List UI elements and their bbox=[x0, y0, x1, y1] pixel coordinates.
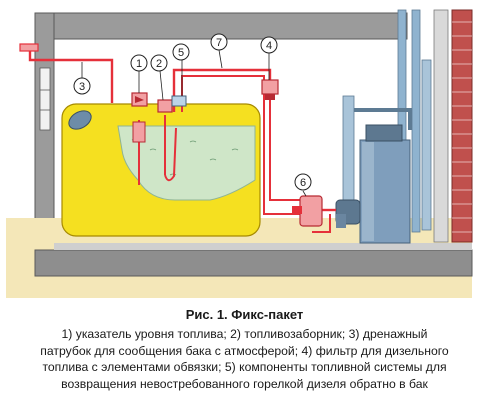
caption-line: возвращения невостребованного горелкой д… bbox=[61, 376, 428, 391]
callouts: 1 2 3 4 5 6 7 bbox=[73, 33, 312, 191]
floor-inner bbox=[54, 243, 472, 250]
left-wall-window bbox=[39, 67, 51, 131]
intake-unit bbox=[157, 99, 173, 113]
wall-pipes bbox=[397, 9, 432, 233]
callout-2: 2 bbox=[150, 54, 168, 72]
svg-text:1: 1 bbox=[136, 58, 142, 70]
svg-text:4: 4 bbox=[266, 40, 272, 52]
callout-4: 4 bbox=[260, 36, 278, 54]
svg-text:2: 2 bbox=[156, 58, 162, 70]
caption-body: 1) указатель уровня топлива; 2) топливоз… bbox=[0, 326, 489, 392]
svg-text:5: 5 bbox=[178, 47, 184, 59]
callout-5: 5 bbox=[172, 43, 190, 61]
filter-4 bbox=[261, 79, 279, 95]
callout-7: 7 bbox=[210, 33, 228, 51]
svg-text:7: 7 bbox=[216, 37, 222, 49]
filter-6 bbox=[299, 195, 323, 227]
callout-3: 3 bbox=[73, 77, 91, 95]
figure-caption: Рис. 1. Фикс-пакет 1) указатель уровня т… bbox=[0, 307, 489, 392]
callout-1: 1 bbox=[130, 54, 148, 72]
fuel-tank bbox=[61, 103, 261, 237]
fix-pack-diagram: 1 2 3 4 5 6 7 bbox=[6, 9, 473, 298]
chimney-brick bbox=[451, 9, 473, 243]
caption-line: топлива с элементами обвязки; 5) компоне… bbox=[42, 360, 447, 374]
fuel-level bbox=[117, 125, 256, 201]
components bbox=[131, 79, 323, 227]
caption-title: Рис. 1. Фикс-пакет bbox=[185, 307, 304, 322]
filter-to-burner-line bbox=[269, 96, 300, 201]
caption-line: 1) указатель уровня топлива; 2) топливоз… bbox=[61, 327, 428, 341]
callout-leaders bbox=[81, 49, 307, 197]
tank-filler-cap bbox=[68, 110, 92, 130]
tank-fitting-left bbox=[132, 121, 146, 143]
svg-text:3: 3 bbox=[79, 81, 85, 93]
return-unit bbox=[171, 95, 187, 107]
boiler bbox=[335, 95, 412, 244]
vent-pipe bbox=[28, 50, 114, 103]
boiler-top bbox=[365, 124, 403, 142]
floor-slab bbox=[34, 249, 473, 277]
callout-6: 6 bbox=[294, 173, 312, 191]
chimney bbox=[433, 9, 473, 243]
caption-line: патрубок для сообщения бака с атмосферой… bbox=[40, 343, 449, 358]
svg-text:6: 6 bbox=[300, 177, 306, 189]
